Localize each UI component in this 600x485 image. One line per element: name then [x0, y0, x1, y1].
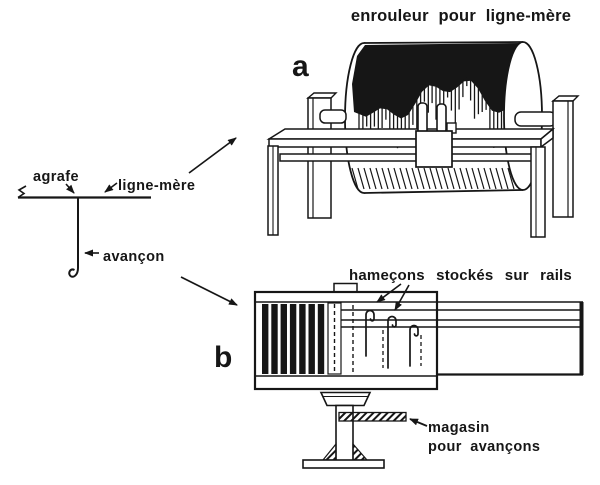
empty-plate-slot [327, 302, 342, 375]
hamecons-arrow-1 [376, 283, 402, 303]
frame-top-surface [266, 128, 556, 140]
panel-b-label: b [214, 341, 232, 374]
stand-gusset-right [352, 442, 369, 461]
figure-title: enrouleur pour ligne-mère [351, 7, 571, 25]
label-agrafe: agrafe [33, 169, 79, 185]
hooks-on-rails [365, 309, 419, 369]
carriage-post-left [417, 102, 428, 135]
panel-a-label: a [292, 50, 309, 83]
magasin-pointer-arrow [409, 418, 428, 427]
label-ligne-mere: ligne-mère [118, 178, 195, 194]
frame-lower-bar [279, 153, 541, 162]
label-avancon: avançon [103, 249, 165, 265]
snood-plate-stack [262, 304, 325, 374]
rail-magazine-illustration: magasin pour avançons [253, 282, 584, 469]
clip-squiggle [17, 185, 27, 199]
stand-base [302, 459, 385, 469]
right-support-plate [552, 100, 574, 218]
snood-line-with-hook [68, 197, 79, 278]
hamecons-arrow-2 [394, 284, 410, 311]
snood-sketch: agrafe ligne-mère avançon [17, 169, 195, 278]
label-magasin-line2: pour avançons [428, 439, 540, 455]
snood-magazine-strip [338, 411, 407, 422]
carriage-post-right [436, 103, 447, 134]
stand-gusset-left [321, 442, 337, 461]
rails [341, 309, 583, 328]
wound-line-streaks [358, 77, 533, 159]
right-axle [514, 111, 557, 127]
frame-right-leg [530, 146, 546, 238]
arrow-to-panel-a [188, 137, 237, 174]
stand-bracket [319, 391, 372, 407]
agrafe-pointer-arrow [65, 183, 75, 194]
arrow-to-panel-b [180, 276, 238, 306]
drum-bottom-edge [363, 189, 524, 194]
wound-line-texture [352, 43, 537, 122]
ligne-mere-pointer-arrow [104, 182, 118, 193]
frame-front-rail [268, 138, 542, 148]
carriage-box [415, 130, 453, 168]
drum-top-edge [363, 41, 524, 44]
label-magasin-line1: magasin [428, 420, 490, 436]
left-axle [319, 109, 347, 124]
frame-right-end [540, 127, 554, 149]
winder-illustration [266, 41, 580, 238]
label-hamecons: hameçons stockés sur rails [349, 267, 572, 284]
